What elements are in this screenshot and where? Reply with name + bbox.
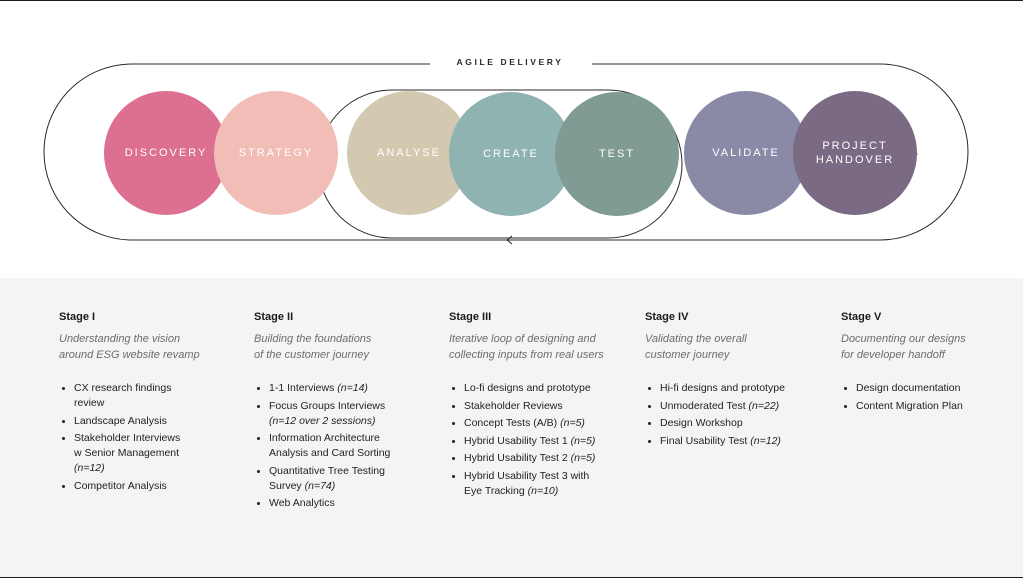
activity-item: Lo-fi designs and prototype: [449, 381, 639, 396]
activity-text: Focus Groups Interviews: [269, 399, 386, 412]
activity-item: Unmoderated Test (n=22): [645, 399, 825, 414]
stage-subtitle: Validating the overall customer journey: [645, 333, 747, 361]
activity-text: Hybrid Usability Test 2: [464, 452, 571, 464]
circle-create: CREATE: [449, 92, 573, 216]
activity-text: Stakeholder Interviews w Senior Manageme…: [74, 432, 181, 459]
outer-loop: [43, 63, 969, 241]
stage-title: Stage IV: [645, 311, 689, 323]
activity-item: Final Usability Test (n=12): [645, 434, 825, 449]
stage-3: Stage III Iterative loop of designing an…: [449, 310, 639, 501]
activity-sample-size: (n=12): [750, 434, 781, 447]
stage-subtitle: Building the foundations of the customer…: [254, 333, 372, 361]
circle-label: PROJECT HANDOVER: [815, 140, 895, 166]
activity-item: Hi-fi designs and prototype: [645, 381, 825, 396]
activity-item: Stakeholder Reviews: [449, 399, 639, 414]
bottom-arrow-icon: [506, 235, 513, 245]
activity-item: Quantitative Tree Testing Survey (n=74): [254, 464, 434, 494]
activity-sample-size: (n=5): [560, 417, 585, 429]
agile-delivery-label: AGILE DELIVERY: [430, 57, 590, 67]
activity-item: Concept Tests (A/B) (n=5): [449, 416, 639, 431]
activity-item: Web Analytics: [254, 496, 434, 511]
activity-sample-size: (n=22): [748, 399, 780, 412]
stage-subtitle: Documenting our designs for developer ha…: [841, 333, 966, 361]
activity-text: Stakeholder Reviews: [464, 399, 563, 412]
activity-sample-size: (n=12 over 2 sessions): [269, 414, 376, 427]
activity-text: Landscape Analysis: [74, 414, 167, 427]
activity-item: Stakeholder Interviews w Senior Manageme…: [59, 431, 239, 476]
activity-text: Web Analytics: [269, 497, 335, 509]
activity-item: 1-1 Interviews (n=14): [254, 381, 434, 396]
activity-text: Information Architecture Analysis and Ca…: [269, 432, 391, 459]
activity-item: Information Architecture Analysis and Ca…: [254, 431, 434, 461]
activity-item: Content Migration Plan: [841, 399, 1011, 414]
circle-discovery: DISCOVERY: [104, 91, 228, 215]
activity-text: Design documentation: [856, 382, 961, 394]
activity-sample-size: (n=10): [527, 484, 559, 497]
activity-text: Concept Tests (A/B): [464, 417, 561, 429]
circle-validate: VALIDATE: [684, 91, 808, 215]
activity-text: Hi-fi designs and prototype: [660, 382, 785, 394]
activity-text: Competitor Analysis: [74, 479, 167, 492]
activity-item: Hybrid Usability Test 2 (n=5): [449, 451, 639, 466]
activity-sample-size: (n=12): [74, 462, 105, 474]
activity-item: Hybrid Usability Test 1 (n=5): [449, 434, 639, 449]
stage-title: Stage III: [449, 311, 492, 323]
activity-item: Design Workshop: [645, 416, 825, 431]
activity-sample-size: (n=5): [570, 434, 596, 447]
activity-item: Hybrid Usability Test 3 with Eye Trackin…: [449, 469, 639, 499]
process-diagram: AGILE DELIVERY DISCOVERY STRATEGY ANALYS…: [0, 0, 1023, 278]
activity-text: Quantitative Tree Testing Survey: [269, 464, 385, 492]
circle-project-handover: PROJECT HANDOVER: [793, 91, 917, 215]
activity-text: Lo-fi designs and prototype: [464, 382, 591, 394]
stage-subtitle: Understanding the vision around ESG webs…: [59, 333, 200, 361]
circle-strategy: STRATEGY: [214, 91, 338, 215]
circle-label: DISCOVERY: [124, 147, 208, 159]
activity-text: Design Workshop: [660, 417, 743, 429]
stage-1: Stage I Understanding the vision around …: [59, 310, 239, 496]
circle-label: VALIDATE: [712, 147, 780, 159]
stage-4: Stage IV Validating the overall customer…: [645, 310, 825, 451]
stage-5: Stage V Documenting our designs for deve…: [841, 310, 1011, 416]
activity-item: Landscape Analysis: [59, 414, 239, 429]
circle-label: ANALYSE: [377, 147, 441, 159]
activity-text: CX research findings review: [74, 382, 172, 409]
activity-item: CX research findings review: [59, 381, 239, 411]
stage-title: Stage II: [254, 311, 294, 323]
activity-text: 1-1 Interviews: [269, 382, 338, 394]
activity-text: Content Migration Plan: [856, 399, 963, 412]
activity-text: Hybrid Usability Test 1: [464, 434, 571, 447]
activity-sample-size: (n=5): [570, 452, 596, 464]
activity-text: Hybrid Usability Test 3 with Eye Trackin…: [464, 469, 590, 497]
circle-label: STRATEGY: [238, 147, 314, 159]
circle-label: CREATE: [483, 148, 539, 160]
stage-title: Stage V: [841, 311, 882, 323]
stage-subtitle: Iterative loop of designing and collecti…: [449, 333, 604, 361]
activity-text: Unmoderated Test: [660, 399, 749, 412]
activity-sample-size: (n=14): [337, 382, 368, 394]
activity-item: Design documentation: [841, 381, 1011, 396]
stage-2: Stage II Building the foundations of the…: [254, 310, 434, 514]
activity-text: Final Usability Test: [660, 434, 751, 447]
activity-item: Competitor Analysis: [59, 479, 239, 494]
top-border: [0, 0, 1023, 1]
stage-activity-list: 1-1 Interviews (n=14) Focus Groups Interv…: [254, 381, 434, 511]
activity-item: Focus Groups Interviews (n=12 over 2 ses…: [254, 399, 434, 429]
stage-title: Stage I: [59, 311, 96, 323]
stages-panel: Stage I Understanding the vision around …: [0, 278, 1023, 577]
circle-test: TEST: [555, 92, 679, 216]
activity-sample-size: (n=74): [304, 479, 336, 492]
circle-label: TEST: [598, 148, 636, 160]
